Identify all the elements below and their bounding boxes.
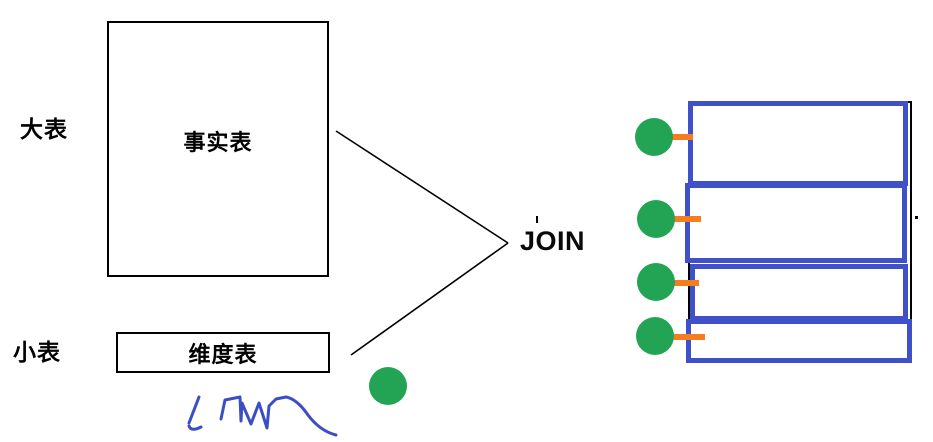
small-table-label: 小表	[13, 339, 61, 365]
stray-dot	[915, 216, 918, 219]
edge-dimension-to-join	[350, 242, 509, 356]
fact-table-box[interactable]: 事实表	[107, 21, 329, 277]
edge-fact-to-join	[335, 130, 509, 244]
blue-box-3[interactable]	[690, 264, 908, 321]
loose-green-dot[interactable]	[369, 367, 407, 405]
orange-link-2	[673, 216, 701, 222]
dimension-table-label: 维度表	[188, 341, 258, 367]
orange-link-4	[673, 334, 705, 340]
green-node-4[interactable]	[636, 317, 674, 355]
join-label: JOIN	[520, 226, 586, 256]
blue-box-2[interactable]	[685, 183, 907, 263]
fact-table-label: 事实表	[183, 130, 253, 155]
orange-link-1	[671, 134, 693, 140]
green-node-3[interactable]	[637, 263, 675, 301]
blue-box-4[interactable]	[686, 319, 912, 363]
handwriting-stroke-2	[187, 424, 203, 431]
orange-link-3	[671, 280, 699, 286]
handwriting-stroke-3	[219, 395, 338, 437]
blue-box-1[interactable]	[688, 101, 908, 186]
join-tick-mark	[536, 216, 538, 223]
big-table-label: 大表	[20, 116, 68, 142]
green-node-1[interactable]	[635, 118, 673, 156]
handwriting-stroke-1	[187, 395, 201, 425]
green-node-2[interactable]	[637, 200, 675, 238]
dimension-table-box[interactable]: 维度表	[116, 332, 330, 373]
